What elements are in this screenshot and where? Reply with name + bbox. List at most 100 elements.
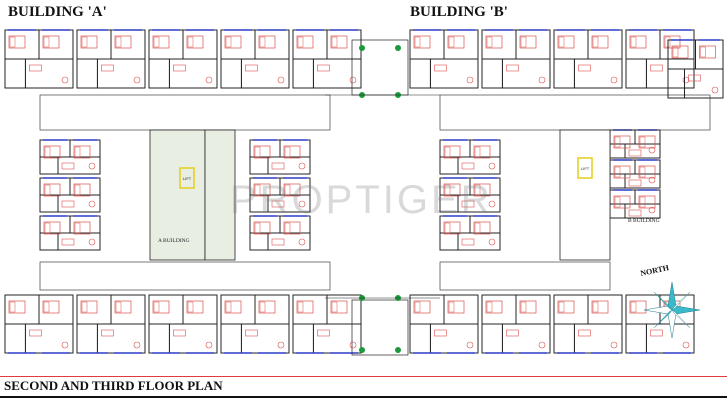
- room-wall: [409, 323, 431, 354]
- sofa: [173, 329, 186, 337]
- bed: [43, 183, 61, 197]
- bed: [42, 35, 60, 49]
- room-wall: [469, 139, 501, 158]
- table: [205, 341, 213, 349]
- room-wall: [292, 323, 314, 354]
- bed: [224, 35, 242, 49]
- room-wall: [249, 156, 269, 175]
- building-a-title: BUILDING 'A': [8, 4, 107, 20]
- sofa: [628, 209, 642, 217]
- bed-pillow: [284, 184, 291, 196]
- bed-pillow: [284, 146, 291, 158]
- table: [133, 76, 141, 84]
- table: [298, 200, 306, 208]
- table: [610, 341, 618, 349]
- sofa: [29, 64, 42, 72]
- room-wall: [609, 143, 626, 159]
- room-wall: [625, 58, 647, 89]
- table: [682, 76, 690, 84]
- table: [277, 341, 285, 349]
- building-b-title: BUILDING 'B': [410, 4, 508, 20]
- sofa: [506, 64, 519, 72]
- bed: [591, 35, 609, 49]
- lift-a-label: LIFT: [183, 176, 192, 181]
- room-wall: [501, 323, 551, 354]
- watermark: PROPTIGER: [230, 178, 493, 222]
- table: [648, 146, 656, 154]
- lift-b-highlight: [577, 157, 593, 179]
- corridor: [39, 261, 331, 291]
- bed-pillow: [474, 146, 481, 158]
- sofa: [650, 64, 663, 72]
- sofa: [317, 64, 330, 72]
- bed: [519, 300, 537, 314]
- bed: [447, 35, 465, 49]
- bed-pillow: [43, 301, 50, 313]
- table: [133, 341, 141, 349]
- bed: [283, 145, 301, 159]
- table: [682, 341, 690, 349]
- room-wall: [69, 177, 101, 196]
- table: [298, 238, 306, 246]
- room-wall: [220, 323, 242, 354]
- room-wall: [24, 323, 74, 354]
- table: [88, 162, 96, 170]
- room-wall: [667, 68, 685, 99]
- room-wall: [39, 177, 71, 196]
- bed-pillow: [9, 36, 16, 48]
- bed: [258, 300, 276, 314]
- sofa: [101, 64, 114, 72]
- room-wall: [148, 58, 170, 89]
- bed-pillow: [486, 36, 493, 48]
- connector-bottom: [351, 299, 409, 356]
- bed: [443, 145, 461, 159]
- bed-pillow: [331, 301, 338, 313]
- bed-pillow: [520, 36, 527, 48]
- bed: [447, 300, 465, 314]
- bed: [43, 145, 61, 159]
- room-wall: [684, 68, 724, 99]
- room-wall: [76, 323, 98, 354]
- bed-pillow: [74, 222, 81, 234]
- floor-plan-drawing: LIFT A BUILDING LIFT B BUILDING NORTH: [4, 29, 724, 356]
- sofa: [461, 238, 475, 246]
- sofa: [578, 329, 591, 337]
- room-wall: [429, 323, 479, 354]
- room-wall: [624, 143, 661, 159]
- room-wall: [24, 58, 74, 89]
- corridor: [439, 94, 711, 131]
- bed-pillow: [254, 146, 261, 158]
- bed-pillow: [74, 146, 81, 158]
- table: [466, 341, 474, 349]
- sofa: [317, 329, 330, 337]
- table: [349, 76, 357, 84]
- bed: [258, 35, 276, 49]
- tree: [359, 347, 365, 353]
- sofa: [61, 200, 75, 208]
- room-wall: [609, 173, 626, 189]
- bed: [43, 221, 61, 235]
- room-wall: [96, 323, 146, 354]
- room-wall: [249, 232, 269, 251]
- bed-pillow: [254, 222, 261, 234]
- room-wall: [267, 232, 311, 251]
- footer-underline: [0, 396, 727, 398]
- bed-pillow: [614, 166, 621, 178]
- bed-pillow: [558, 301, 565, 313]
- bed-pillow: [639, 136, 646, 148]
- table: [648, 176, 656, 184]
- table: [648, 206, 656, 214]
- sofa: [628, 179, 642, 187]
- room-wall: [429, 58, 479, 89]
- north-label: NORTH: [639, 263, 670, 278]
- bed-pillow: [187, 36, 194, 48]
- room-wall: [168, 323, 218, 354]
- bed-pillow: [520, 301, 527, 313]
- bed: [473, 221, 491, 235]
- bed-pillow: [444, 146, 451, 158]
- sofa: [628, 149, 642, 157]
- corridor: [39, 94, 331, 131]
- room-wall: [625, 323, 647, 354]
- bed: [629, 300, 647, 314]
- building-a-lift-lobby: [204, 129, 236, 261]
